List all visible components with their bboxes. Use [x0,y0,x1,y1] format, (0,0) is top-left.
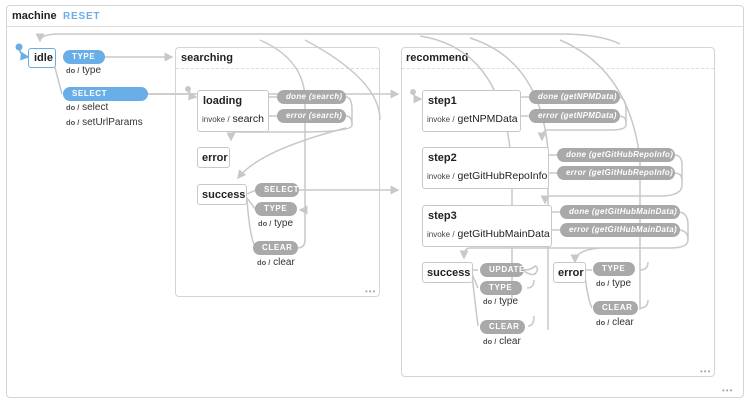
event-loading-done[interactable]: done (search) [277,90,346,104]
invoke-search: invoke / search [202,113,264,125]
event-step2-done[interactable]: done (getGitHubRepoInfo) [557,148,675,162]
state-loading[interactable]: loading invoke / search [197,90,269,132]
do-label: do / [258,219,272,228]
state-searching-error[interactable]: error [197,147,230,168]
edge-back-idle [39,33,621,45]
reset-button[interactable]: RESET [63,11,101,22]
recommend-more-icon[interactable]: ••• [700,367,712,376]
edge-idle-select-start [53,63,63,95]
invoke-name: getNPMData [457,113,518,125]
state-recommend-error[interactable]: error [553,262,586,283]
action-name: clear [273,257,295,268]
event-idle-type[interactable]: TYPE [63,50,105,64]
invoke-name: getGitHubRepoInfo [457,170,548,182]
event-step1-done[interactable]: done (getNPMData) [529,90,620,104]
event-rec-error-type[interactable]: TYPE [593,262,635,276]
invoke-name: search [232,113,265,125]
action-name: setUrlParams [82,117,143,128]
do-label: do / [66,118,80,127]
searching-title: searching [181,52,233,64]
searching-header-divider [176,68,379,69]
action-rec-success-type: do / type [483,296,518,307]
invoke-getgithubmaindata: invoke / getGitHubMainData [427,228,550,240]
event-rec-success-update[interactable]: UPDATE [480,263,524,277]
state-recommend-success[interactable]: success [422,262,473,283]
machine-more-icon[interactable]: ••• [722,386,734,395]
action-name: clear [612,317,634,328]
state-loading-label: loading [203,95,243,107]
event-success-select[interactable]: SELECT [255,183,299,197]
event-step1-error[interactable]: error (getNPMData) [529,109,620,123]
action-rec-error-clear: do / clear [596,317,634,328]
invoke-label: invoke / [427,115,455,124]
event-step3-error[interactable]: error (getGitHubMainData) [560,223,680,237]
invoke-getgithubrepoinfo: invoke / getGitHubRepoInfo [427,170,547,182]
searching-more-icon[interactable]: ••• [365,287,377,296]
state-searching-success[interactable]: success [197,184,247,205]
invoke-label: invoke / [202,115,230,124]
state-searching-error-label: error [202,152,228,164]
event-loading-error[interactable]: error (search) [277,109,346,123]
do-label: do / [596,279,610,288]
action-name: clear [499,336,521,347]
machine-title: machine [12,10,57,22]
idle-initial-edge [18,46,30,61]
recommend-header-divider [402,68,714,69]
action-idle-type: do / type [66,65,101,76]
event-success-type[interactable]: TYPE [255,202,297,216]
action-idle-select: do / select [66,102,108,113]
event-success-clear[interactable]: CLEAR [253,241,298,255]
action-rec-success-clear: do / clear [483,336,521,347]
event-step3-done[interactable]: done (getGitHubMainData) [560,205,680,219]
state-step1[interactable]: step1 invoke / getNPMData [422,90,521,132]
do-label: do / [257,258,271,267]
do-label: do / [483,297,497,306]
state-recommend-error-label: error [558,267,584,279]
action-name: type [82,65,102,76]
do-label: do / [66,66,80,75]
state-searching-success-label: success [202,189,246,201]
action-idle-seturlparams: do / setUrlParams [66,117,143,128]
state-idle[interactable]: idle [28,48,56,68]
action-name: type [274,218,294,229]
recommend-title: recommend [406,52,469,64]
event-rec-success-clear[interactable]: CLEAR [480,320,525,334]
do-label: do / [596,318,610,327]
action-success-clear: do / clear [257,257,295,268]
event-rec-success-type[interactable]: TYPE [480,281,522,295]
action-rec-error-type: do / type [596,278,631,289]
searching-state[interactable] [175,47,380,297]
state-idle-label: idle [34,52,53,64]
state-step3[interactable]: step3 invoke / getGitHubMainData [422,205,552,247]
state-step2[interactable]: step2 invoke / getGitHubRepoInfo [422,147,549,189]
do-label: do / [66,103,80,112]
event-step2-error[interactable]: error (getGitHubRepoInfo) [557,166,675,180]
state-step2-label: step2 [428,152,457,164]
event-rec-error-clear[interactable]: CLEAR [593,301,638,315]
invoke-label: invoke / [427,230,455,239]
state-step1-label: step1 [428,95,457,107]
action-success-type: do / type [258,218,293,229]
invoke-getnpmdata: invoke / getNPMData [427,113,518,125]
invoke-label: invoke / [427,172,455,181]
action-name: select [82,102,109,113]
do-label: do / [483,337,497,346]
event-idle-select[interactable]: SELECT [63,87,148,101]
invoke-name: getGitHubMainData [457,228,550,240]
state-recommend-success-label: success [427,267,471,279]
machine-header-divider [7,26,743,27]
action-name: type [612,278,632,289]
state-step3-label: step3 [428,210,457,222]
action-name: type [499,296,519,307]
